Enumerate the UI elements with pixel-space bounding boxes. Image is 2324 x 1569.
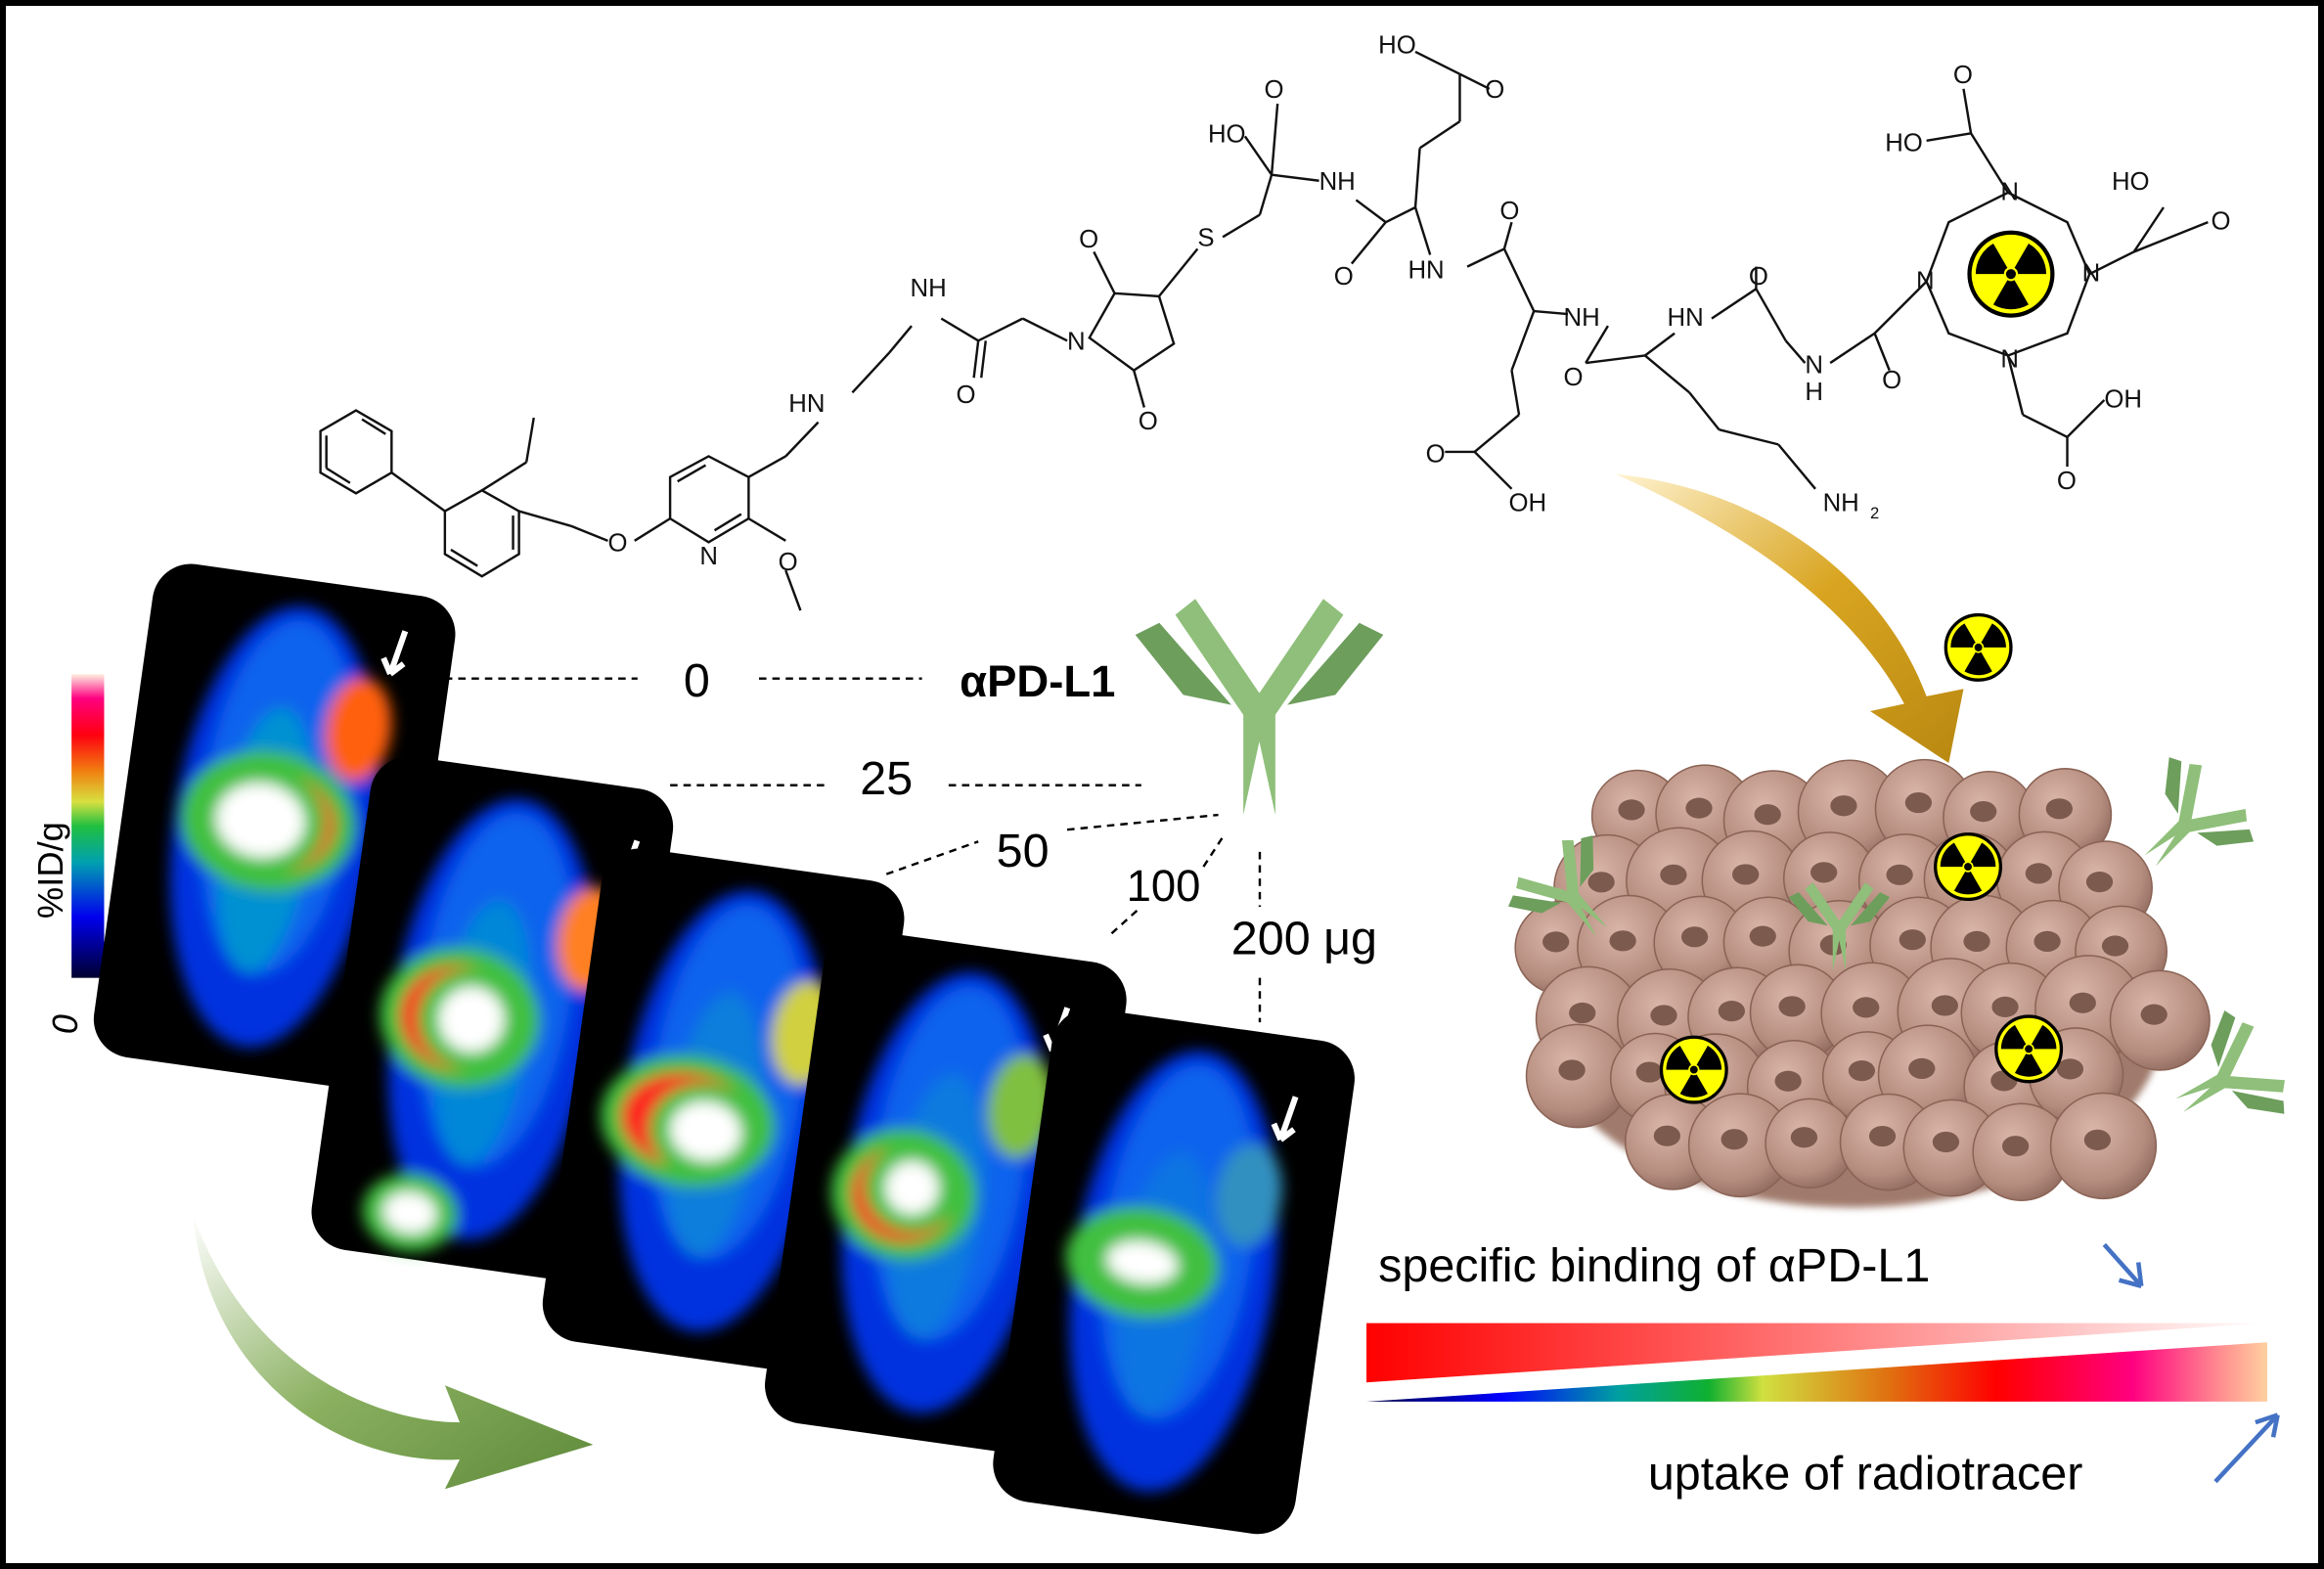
uptake-gradient-bar — [1366, 1342, 2268, 1402]
atom-label: HO — [1378, 31, 1416, 59]
atom-label: O — [1563, 364, 1583, 391]
chem-atom-labels: O N O HN NH O N O O S HO O NH O HO O HN … — [607, 31, 2230, 576]
pet-scan-image — [93, 563, 456, 1090]
cell — [1687, 1093, 1793, 1198]
atom-label: HO — [1885, 129, 1923, 157]
cell — [1749, 964, 1847, 1061]
atom-label: HO — [2112, 168, 2150, 196]
atom-label: 2 — [1870, 504, 1879, 522]
up-arrow-icon — [2213, 1412, 2280, 1484]
atom-label: O — [1265, 76, 1284, 104]
atom-label: O — [1882, 367, 1901, 394]
chemical-structure: O N O HN NH O N O O S HO O NH O HO O HN … — [319, 31, 2230, 611]
pet-images — [93, 563, 1355, 1535]
atom-label: O — [607, 529, 627, 557]
atom-label: HO — [1208, 120, 1246, 148]
cell — [1525, 1023, 1631, 1129]
cell — [1972, 1102, 2071, 1202]
atom-label: N — [1916, 267, 1935, 294]
atom-label: O — [779, 549, 798, 576]
atom-label: O — [1426, 441, 1446, 469]
green-arrow-icon — [193, 1215, 594, 1490]
atom-label: HN — [788, 390, 825, 418]
atom-label: O — [1485, 76, 1504, 104]
dose-100-label: 100 — [1127, 861, 1201, 911]
atom-label: HN — [1668, 304, 1704, 332]
atom-label: N — [2000, 346, 2019, 374]
dose-50-label: 50 — [997, 825, 1050, 877]
atom-label: N — [2000, 178, 2019, 205]
atom-label: N — [2082, 260, 2101, 288]
down-arrow-icon — [2102, 1242, 2144, 1288]
atom-label: N — [1805, 352, 1823, 380]
atom-label: H — [1805, 379, 1823, 406]
atom-label: HN — [1408, 257, 1444, 285]
radiation-icon — [1936, 834, 2001, 900]
antibody-icon — [1135, 599, 1384, 816]
atom-label: NH — [1823, 490, 1859, 517]
dash-line — [1066, 813, 1219, 831]
atom-label: O — [2057, 468, 2077, 495]
tumor-arrow-icon — [1271, 1096, 1299, 1143]
cell — [1902, 1098, 2001, 1197]
atom-label: N — [699, 543, 718, 570]
diagram-canvas: O N O HN NH O N O O S HO O NH O HO O HN … — [30, 31, 2300, 1535]
dash-line — [1202, 836, 1225, 868]
atom-label: O — [2211, 208, 2230, 236]
atom-label: OH — [1508, 490, 1546, 517]
tumor-arrow-icon — [380, 630, 409, 677]
atom-label: S — [1197, 224, 1214, 251]
atom-label: O — [1953, 62, 1973, 89]
atom-label: O — [1749, 263, 1768, 291]
cell — [1765, 1098, 1855, 1188]
dash-line — [1110, 906, 1142, 935]
dose-200-label: 200 μg — [1231, 912, 1377, 964]
atom-label: OH — [2104, 385, 2142, 413]
colorbar-min-label: 0 — [45, 1014, 85, 1034]
cell — [2109, 969, 2211, 1071]
atom-label: O — [1079, 226, 1098, 253]
atom-label: NH — [1319, 168, 1356, 196]
colorbar-gradient — [71, 674, 105, 978]
atom-label: O — [1334, 263, 1354, 291]
dash-line — [885, 840, 979, 875]
chem-bonds — [319, 50, 2209, 611]
tumor-cell-cluster — [1514, 758, 2211, 1208]
radiation-icon — [1945, 615, 2011, 681]
dose-25-label: 25 — [860, 752, 913, 805]
atom-label: N — [1067, 328, 1086, 355]
atom-label: O — [1499, 198, 1519, 225]
colorbar-unit-label: %ID/g — [30, 822, 70, 919]
binding-uptake-legend: specific binding of αPD-L1 uptake of rad… — [1366, 1239, 2280, 1500]
dose-labels: 0 αPD-L1 25 50 100 200 μg — [444, 654, 1377, 1023]
atom-label: NH — [1563, 304, 1599, 332]
radiation-icon — [1661, 1037, 1726, 1102]
dose-0-label: 0 — [684, 654, 710, 707]
gold-arrow-icon — [1615, 473, 1964, 764]
atom-label: NH — [910, 275, 946, 302]
binding-label: specific binding of αPD-L1 — [1378, 1239, 1930, 1292]
atom-label: O — [956, 381, 975, 409]
uptake-label: uptake of radiotracer — [1648, 1447, 2083, 1500]
radiation-icon — [1970, 233, 2053, 316]
pet-scan-image — [765, 929, 1127, 1456]
pet-scan-image — [993, 1008, 1355, 1535]
atom-label: O — [1139, 408, 1158, 435]
cell — [2049, 1092, 2158, 1200]
radiation-icon — [1996, 1016, 2062, 1082]
antibody-label: αPD-L1 — [960, 656, 1115, 706]
